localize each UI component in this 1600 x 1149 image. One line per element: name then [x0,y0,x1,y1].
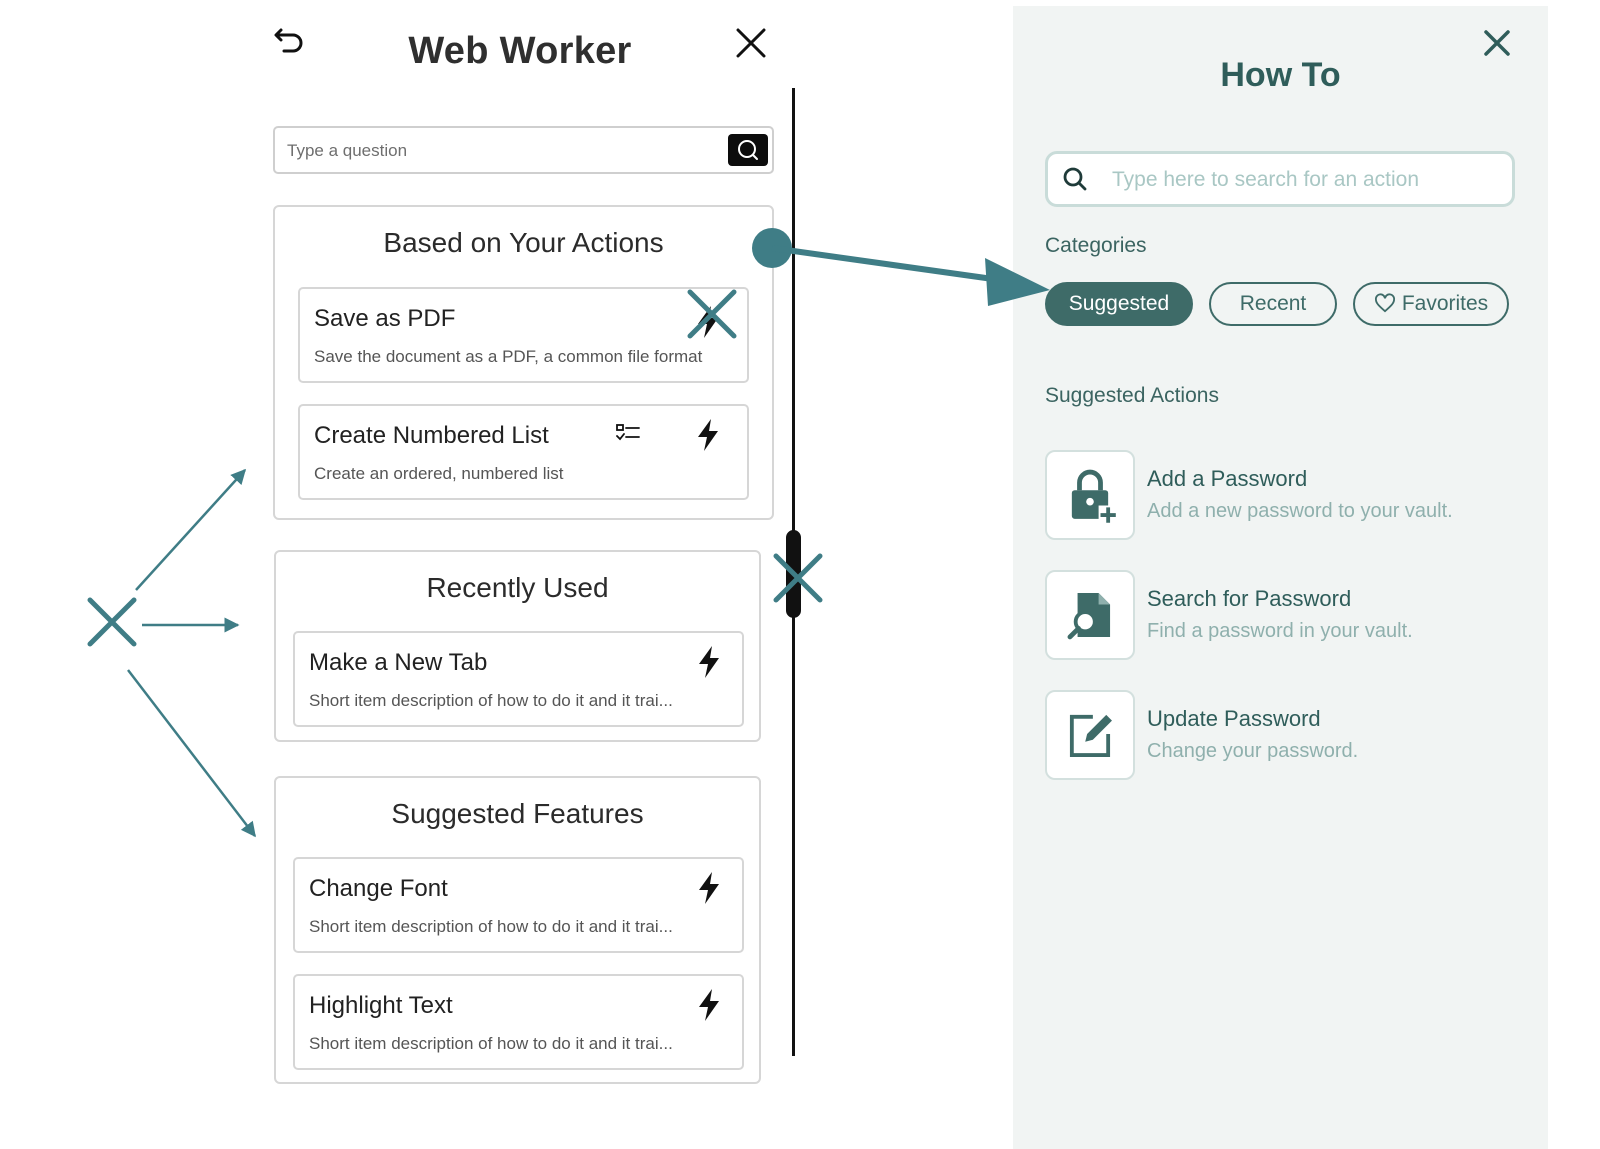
action-search-input[interactable] [1110,164,1504,196]
heart-icon [1374,293,1395,313]
document-search-icon [1067,593,1111,640]
lightning-icon [699,872,719,904]
chip-label: Recent [1239,292,1307,315]
lightning-icon [698,419,718,451]
lightning-icon [698,306,718,338]
search-button[interactable] [728,134,768,166]
edit-icon [1069,714,1112,757]
action-card-save-pdf[interactable]: Save as PDF Save the document as a PDF, … [298,287,749,383]
card-title: Save as PDF [314,305,456,332]
category-chip-suggested[interactable]: Suggested [1045,282,1193,326]
card-title: Make a New Tab [309,649,488,676]
action-description: Change your password. [1147,740,1359,762]
numbered-list-icon [616,424,640,441]
card-description: Create an ordered, numbered list [314,464,564,483]
action-item-search-password[interactable]: Search for Password Find a password in y… [1045,570,1525,662]
action-item-update-password[interactable]: Update Password Change your password. [1045,690,1525,782]
section-title: Based on Your Actions [383,227,664,258]
action-card-new-tab[interactable]: Make a New Tab Short item description of… [293,631,744,727]
lightning-icon [699,646,719,678]
action-title: Update Password [1147,706,1321,731]
categories-label: Categories [1045,234,1147,257]
card-description: Save the document as a PDF, a common fil… [314,347,703,366]
panel-title: Web Worker [408,30,632,72]
section-title: Suggested Features [391,798,644,829]
action-card-numbered-list[interactable]: Create Numbered List Create an ordered, … [298,404,749,500]
lock-plus-icon [1071,469,1118,525]
action-search-field [1045,151,1515,207]
undo-icon[interactable] [272,20,308,56]
how-to-panel: How To Categories Suggested Recent Favor… [1013,6,1548,1149]
section-based-on-actions: Based on Your Actions Save as PDF Save t… [273,205,774,520]
search-icon [1063,167,1087,191]
section-title: Recently Used [426,572,609,603]
chip-label: Suggested [1068,292,1170,315]
section-recently-used: Recently Used Make a New Tab Short item … [274,550,761,742]
action-card-highlight-text[interactable]: Highlight Text Short item description of… [293,974,744,1070]
card-title: Change Font [309,875,448,902]
scrollbar-thumb[interactable] [786,530,801,618]
panel-title: How To [1220,56,1341,94]
action-icon-tile [1045,690,1135,780]
close-icon[interactable] [734,26,768,60]
action-description: Find a password in your vault. [1147,620,1413,642]
action-icon-tile [1045,570,1135,660]
category-chip-favorites[interactable]: Favorites [1353,282,1509,326]
card-description: Short item description of how to do it a… [309,917,673,936]
suggested-actions-label: Suggested Actions [1045,384,1219,407]
question-input[interactable] [285,136,709,166]
action-description: Add a new password to your vault. [1147,500,1453,522]
action-title: Search for Password [1147,586,1352,611]
action-icon-tile [1045,450,1135,540]
web-worker-panel: Web Worker Based on Your Actions Save as… [272,20,801,1084]
search-icon [738,140,758,160]
card-description: Short item description of how to do it a… [309,1034,673,1053]
chip-label: Favorites [1401,292,1489,315]
category-chip-recent[interactable]: Recent [1209,282,1337,326]
section-suggested-features: Suggested Features Change Font Short ite… [274,776,761,1084]
question-search-field [273,126,774,174]
action-title: Add a Password [1147,466,1308,491]
lightning-icon [699,989,719,1021]
card-description: Short item description of how to do it a… [309,691,673,710]
action-card-change-font[interactable]: Change Font Short item description of ho… [293,857,744,953]
action-item-add-password[interactable]: Add a Password Add a new password to you… [1045,450,1525,542]
close-icon[interactable] [1482,28,1512,58]
card-title: Create Numbered List [314,422,549,449]
card-title: Highlight Text [309,992,453,1019]
